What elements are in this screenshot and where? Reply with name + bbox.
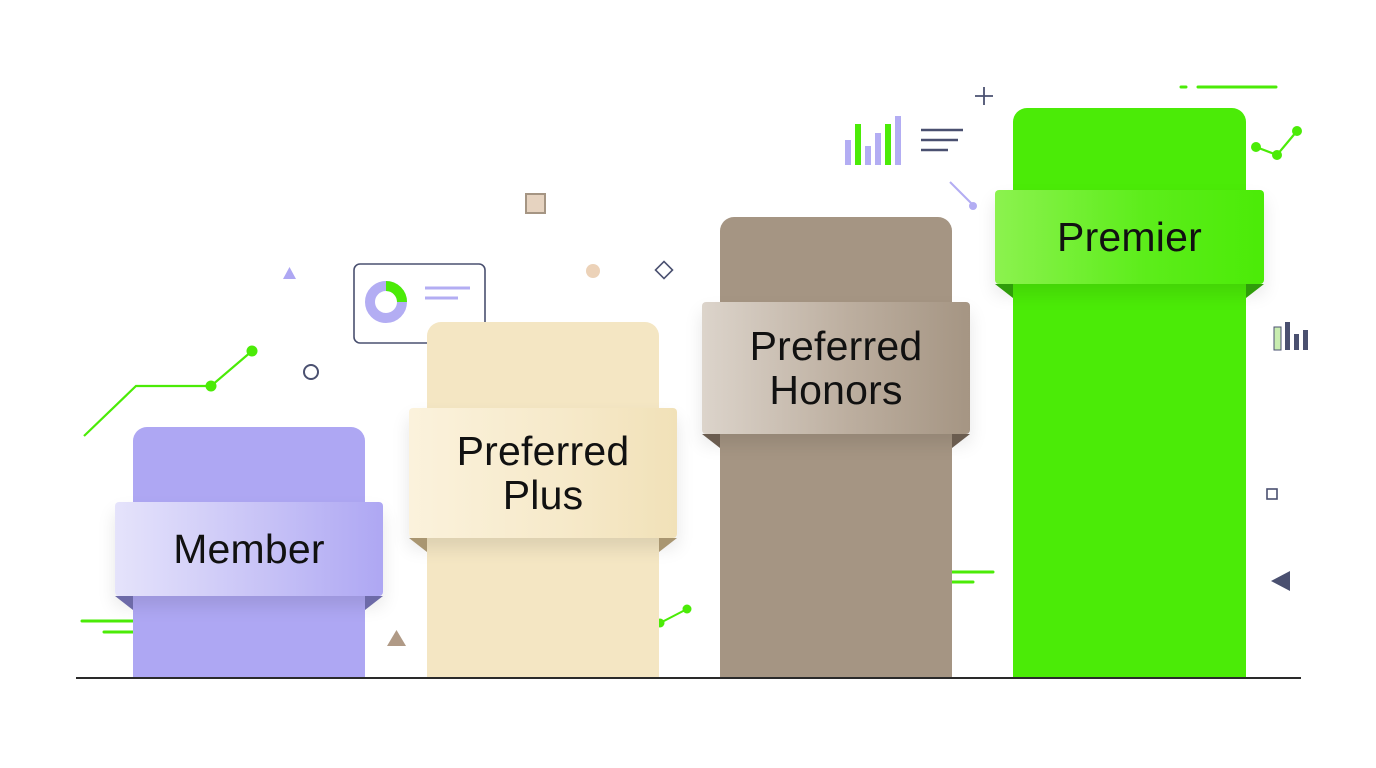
- band-fold: [115, 596, 133, 610]
- tier-pillar: [720, 217, 952, 677]
- bar-chart-icon: [845, 116, 901, 165]
- bar-chart-icon: [1273, 322, 1308, 351]
- band-fold: [365, 596, 383, 610]
- tier-label: Member: [173, 526, 325, 572]
- baseline: [76, 677, 1301, 679]
- tier-label-band: Preferred Honors: [702, 302, 970, 448]
- donut-chart-card-icon: [353, 263, 486, 344]
- triangle-icon: [387, 630, 406, 646]
- trend-line-icon: [1251, 126, 1302, 160]
- speed-lines-icon: [949, 181, 977, 210]
- tier-member: Member: [115, 427, 383, 677]
- tier-label-band: Member: [115, 502, 383, 610]
- band-fold: [409, 538, 427, 552]
- band-fold: [702, 434, 720, 448]
- diamond-icon: [654, 260, 674, 280]
- tier-label-band: Premier: [995, 190, 1264, 298]
- tier-label: Preferred Plus: [456, 428, 630, 518]
- tier-preferred-plus: Preferred Plus: [409, 322, 677, 677]
- tier-label: Premier: [1057, 214, 1202, 260]
- plus-icon: [975, 87, 993, 105]
- band-fold: [995, 284, 1013, 298]
- square-icon: [525, 193, 546, 214]
- dot-icon: [586, 264, 600, 278]
- square-icon: [1266, 488, 1278, 500]
- tier-label-band: Preferred Plus: [409, 408, 677, 552]
- tier-premier: Premier: [995, 108, 1264, 677]
- tier-preferred-honors: Preferred Honors: [702, 217, 970, 677]
- triangle-icon: [283, 267, 296, 279]
- tier-label: Preferred Honors: [749, 323, 923, 413]
- trend-line-icon: [83, 345, 258, 437]
- band-fold: [952, 434, 970, 448]
- arrow-left-icon: [1271, 571, 1290, 591]
- band-fold: [659, 538, 677, 552]
- text-lines-icon: [921, 128, 963, 152]
- circle-outline-icon: [303, 364, 319, 380]
- band-fold: [1246, 284, 1264, 298]
